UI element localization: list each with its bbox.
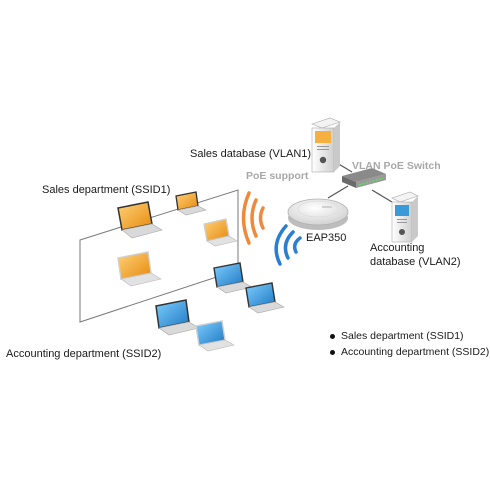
sales-laptop-icon (117, 201, 163, 239)
vlan-poe-switch-label: VLAN PoE Switch (352, 160, 441, 172)
sales-database-server-icon (311, 117, 341, 173)
legend-label: Sales department (SSID1) (341, 330, 464, 342)
sales-laptop-icon (203, 218, 238, 247)
accounting-laptop-icon (195, 320, 235, 352)
accounting-database-server-icon (391, 191, 419, 243)
accounting-wifi-signal-icon (274, 224, 302, 266)
poe-support-label: PoE support (246, 170, 309, 182)
legend-label: Accounting department (SSID2) (341, 346, 490, 358)
vlan-poe-switch-icon (342, 168, 386, 188)
bullet-icon (330, 349, 335, 355)
department-zone (79, 189, 239, 323)
accounting-database-label-line1: Accounting (370, 242, 425, 254)
sales-laptop-icon (117, 251, 162, 287)
sales-department-label: Sales department (SSID1) (42, 184, 171, 196)
accounting-department-label: Accounting department (SSID2) (6, 348, 162, 360)
legend-item-accounting: Accounting department (SSID2) (330, 346, 489, 362)
cable-switch-to-ap (327, 185, 349, 199)
accounting-laptop-icon (155, 299, 200, 336)
legend: Sales department (SSID1) Accounting depa… (330, 330, 489, 362)
legend-item-sales: Sales department (SSID1) (330, 330, 489, 346)
sales-laptop-icon (175, 191, 207, 216)
sales-database-label: Sales database (VLAN1) (190, 148, 312, 160)
accounting-database-label-line2: database (VLAN2) (370, 256, 461, 268)
accounting-laptop-icon (213, 262, 253, 294)
sales-wifi-signal-icon (241, 191, 265, 245)
eap350-label: EAP350 (306, 232, 347, 244)
eap350-access-point-icon (287, 198, 349, 230)
accounting-laptop-icon (245, 282, 285, 314)
bullet-icon (330, 333, 335, 339)
cable-switch-to-accounting-db (371, 189, 393, 203)
